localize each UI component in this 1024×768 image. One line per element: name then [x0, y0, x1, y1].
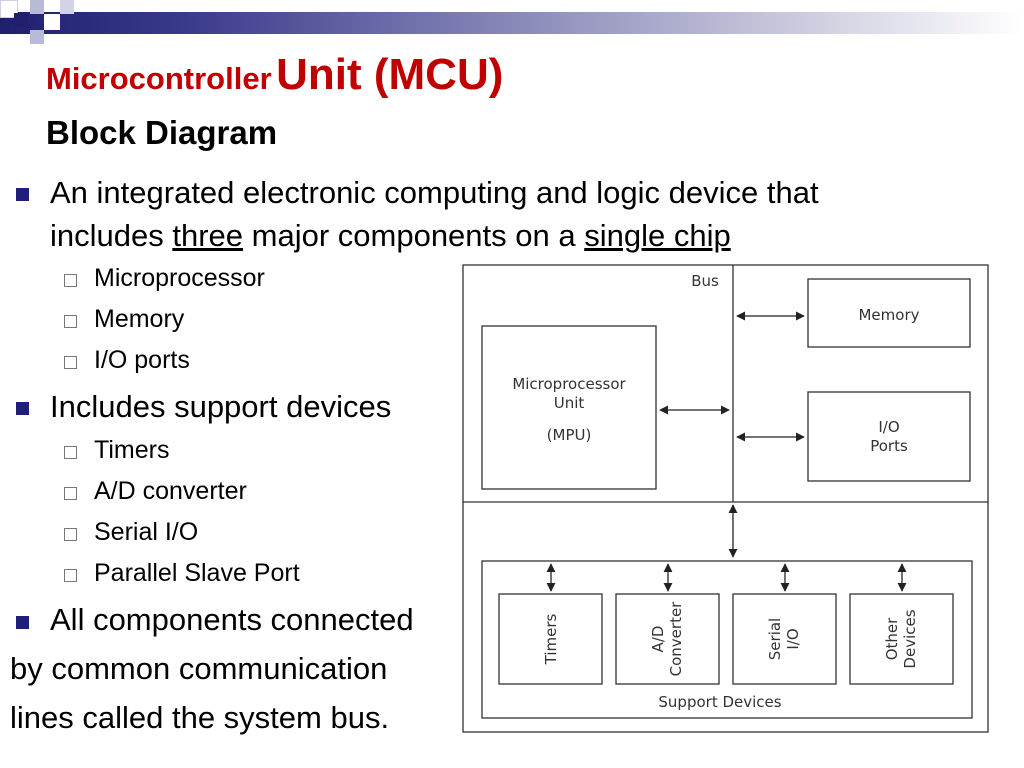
serial-label-line2: I/O: [784, 628, 802, 649]
ad-converter-block: [615, 593, 720, 685]
hollow-bullet-icon: [64, 528, 77, 541]
bus-label: Bus: [691, 272, 719, 290]
sub-item-parallel-slave-port: Parallel Slave Port: [94, 559, 300, 587]
slide-subtitle: Block Diagram: [46, 114, 278, 151]
bullet-1-underline-three: three: [172, 218, 244, 253]
ad-label-line2: Converter: [667, 601, 685, 677]
title-part1: Microcontroller: [46, 61, 272, 96]
corner-square-light-1: [30, 0, 44, 14]
bullet-square-1: [16, 188, 29, 201]
mpu-label-line1: Microprocessor: [512, 375, 626, 393]
title-part2: Unit (MCU): [276, 50, 504, 99]
io-label-line2: Ports: [870, 437, 908, 455]
corner-square-white-1: [0, 0, 18, 18]
memory-block: [807, 278, 971, 348]
mpu-label-line2: Unit: [554, 394, 585, 412]
bullet-3-line1: All components connected: [50, 602, 414, 637]
hollow-bullet-icon: [64, 569, 77, 582]
mpu-label-line3: (MPU): [547, 426, 592, 444]
hollow-bullet-icon: [64, 274, 77, 287]
hollow-bullet-icon: [64, 315, 77, 328]
bullet-1-line2-pre: includes: [50, 218, 173, 253]
bullet-1-underline-single-chip: single chip: [584, 218, 731, 253]
bullet-square-2: [16, 402, 29, 415]
hollow-bullet-icon: [64, 487, 77, 500]
sub-item-microprocessor: Microprocessor: [94, 264, 265, 292]
mpu-block: [481, 325, 657, 490]
sub-item-timers: Timers: [94, 436, 170, 464]
timers-label: Timers: [542, 613, 560, 665]
mcu-outer-frame: [462, 264, 989, 733]
sub-item-serial-io: Serial I/O: [94, 518, 199, 546]
slide-title: Microcontroller Unit (MCU): [46, 50, 503, 100]
support-devices-frame: [481, 560, 973, 719]
other-label-line1: Other: [883, 617, 901, 660]
io-label-line1: I/O: [878, 418, 899, 436]
bullet-square-3: [16, 616, 29, 629]
bullet-1-line1: An integrated electronic computing and l…: [50, 175, 819, 210]
bullet-2-text: Includes support devices: [50, 389, 392, 424]
other-devices-block: [849, 593, 954, 685]
header-gradient-bar: [0, 12, 1024, 34]
corner-square-dark: [14, 13, 28, 27]
corner-square-light-3: [60, 0, 74, 14]
ad-label-line1: A/D: [649, 626, 667, 653]
other-label-line2: Devices: [901, 609, 919, 668]
sub-item-ad-converter: A/D converter: [94, 477, 247, 505]
bullet-3-line2: by common communication: [10, 651, 388, 686]
hollow-bullet-icon: [64, 356, 77, 369]
memory-label: Memory: [858, 306, 919, 324]
corner-square-white-2: [44, 14, 60, 30]
corner-square-light-2: [30, 30, 44, 44]
support-devices-label: Support Devices: [658, 693, 781, 711]
hollow-bullet-icon: [64, 446, 77, 459]
sub-item-memory: Memory: [94, 305, 185, 333]
sub-item-io-ports: I/O ports: [94, 346, 190, 374]
serial-io-block: [732, 593, 837, 685]
bullet-3-line3: lines called the system bus.: [10, 700, 390, 735]
timers-block: [498, 593, 603, 685]
bullet-1-line2: includes three major components on a sin…: [50, 218, 731, 254]
serial-label-line1: Serial: [766, 618, 784, 660]
io-ports-block: [807, 391, 971, 482]
bullet-1-line2-mid: major components on a: [243, 218, 585, 253]
